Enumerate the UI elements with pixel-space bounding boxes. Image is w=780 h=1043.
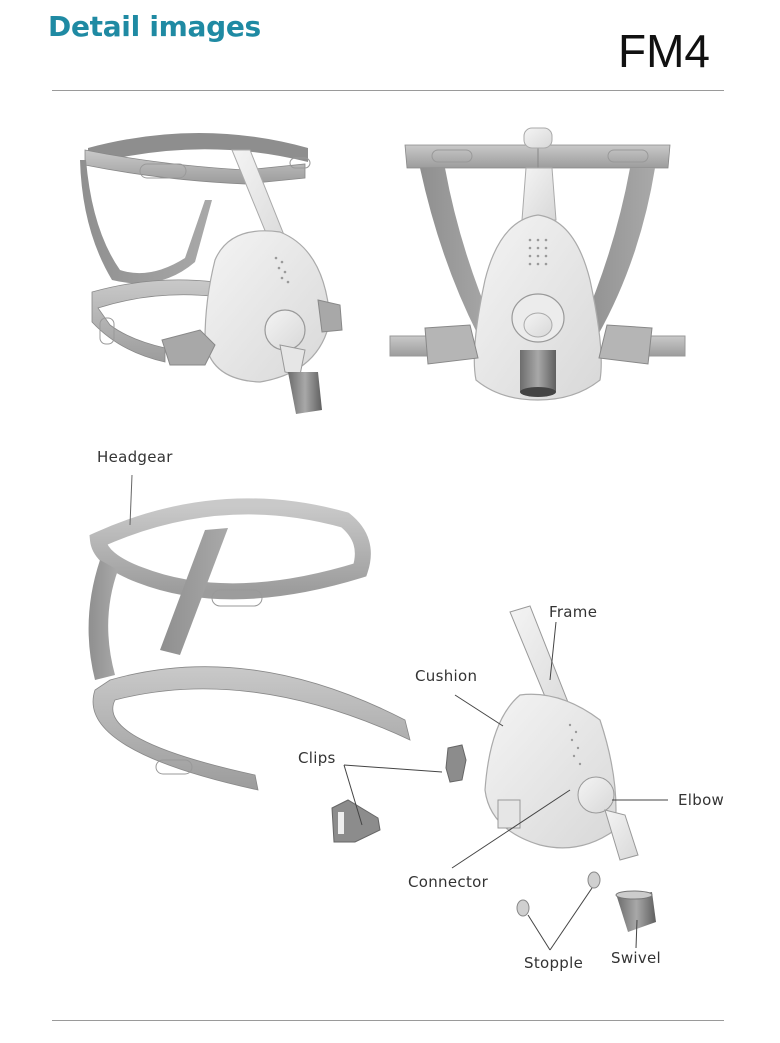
label-clips: Clips [298,749,336,767]
label-connector: Connector [408,873,489,891]
label-headgear: Headgear [97,448,173,466]
exploded-mask-illustration [451,605,668,951]
headgear-illustration [88,474,411,791]
label-frame: Frame [549,603,598,621]
top-divider [52,90,724,91]
bottom-divider [52,1020,724,1021]
label-stopple: Stopple [524,954,584,972]
page-title: Detail images [48,10,261,43]
label-elbow: Elbow [678,791,725,809]
mask-three-quarter-view [80,133,343,414]
model-name: FM4 [618,25,710,77]
mask-front-view [389,127,686,401]
label-cushion: Cushion [415,667,478,685]
clips-illustration [331,744,467,843]
label-swivel: Swivel [611,949,662,967]
